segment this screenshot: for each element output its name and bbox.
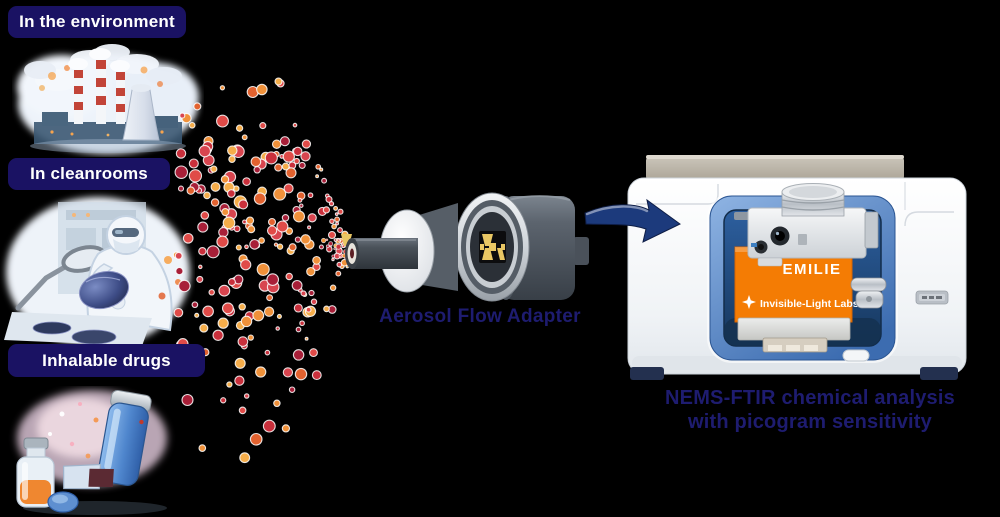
flow-arrow-icon [584, 198, 681, 243]
label-text: In the environment [19, 12, 175, 31]
arrow-shape [584, 198, 681, 243]
adapter-ring [341, 192, 530, 302]
brand-badge [915, 290, 949, 305]
inhaler-illustration [16, 389, 167, 515]
label-in-cleanrooms: In cleanrooms [8, 158, 170, 190]
label-in-the-environment: In the environment [8, 6, 186, 38]
label-text: Inhalable drugs [42, 350, 171, 370]
asthma-inhaler [63, 389, 152, 490]
factory-illustration [17, 44, 199, 154]
module-brand: Invisible-Light Labs [760, 298, 859, 310]
instrument-foot-left [630, 367, 664, 380]
caption-line-1: NEMS-FTIR chemical analysis [665, 387, 955, 409]
instrument-top-lid [646, 155, 904, 182]
module-base-plate [737, 317, 851, 341]
vacuum-flange-connectors [850, 211, 887, 309]
emilie-module: EMILIE Invisible-Light Labs [734, 246, 859, 323]
inlet-nozzle [345, 238, 418, 269]
silicon-wafer [78, 270, 130, 310]
camera-module [747, 207, 867, 267]
ribbed-collar [781, 183, 845, 217]
instrument-caption: NEMS-FTIR chemical analysis with picogra… [640, 386, 980, 435]
adapter-label: Aerosol Flow Adapter [379, 306, 581, 327]
ftir-spectrometer: EMILIE Invisible-Light Labs [627, 155, 967, 380]
aerosol-flow-adapter [341, 192, 589, 302]
compartment-button [842, 349, 870, 362]
module-name: EMILIE [782, 261, 841, 278]
label-text: In cleanrooms [30, 164, 148, 183]
four-point-star-icon [742, 295, 756, 309]
smokestacks [68, 48, 130, 124]
label-inhalable-drugs: Inhalable drugs [8, 344, 205, 377]
inspection-table [4, 312, 152, 346]
cleanroom-illustration [4, 197, 190, 347]
medicine-vial [16, 437, 55, 508]
compartment-tray [762, 337, 828, 353]
instrument-foot-right [920, 367, 958, 380]
caption-line-2: with picogram sensitivity [688, 411, 932, 434]
